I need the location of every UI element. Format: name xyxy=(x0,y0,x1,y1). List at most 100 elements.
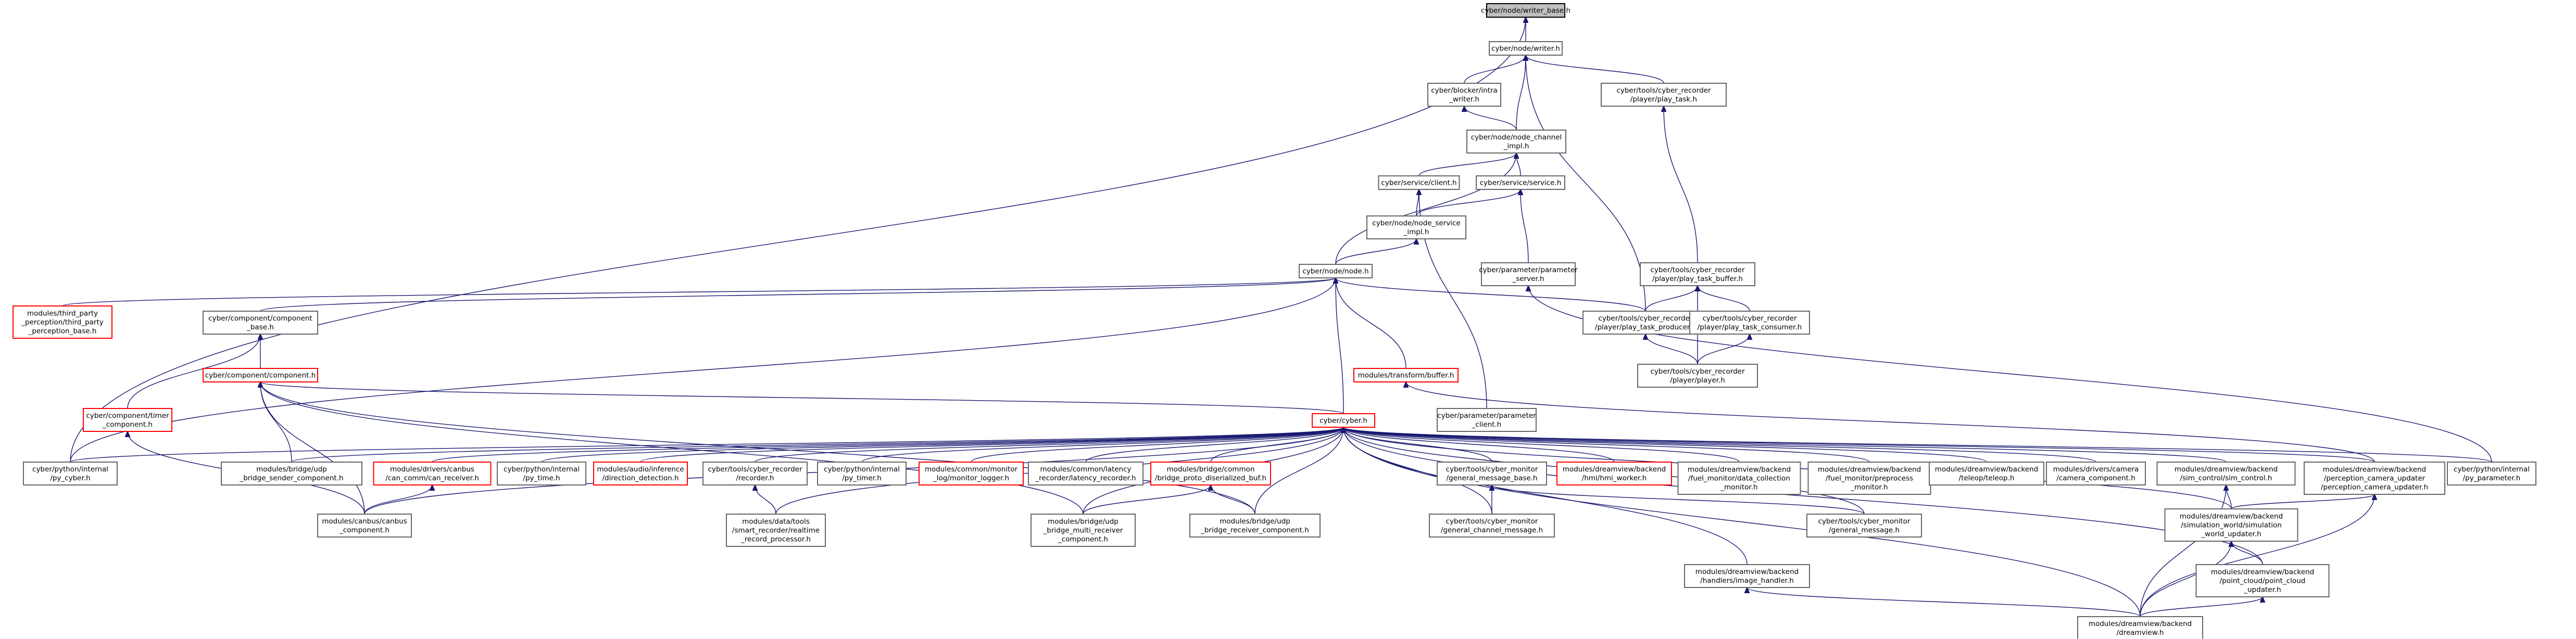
graph-node-n6[interactable]: cyber/service/service.h xyxy=(1476,175,1565,190)
node-label-line: _impl.h xyxy=(1503,142,1529,150)
node-box xyxy=(1031,514,1136,547)
graph-node-n40[interactable]: modules/canbus/canbus_component.h xyxy=(317,514,412,538)
graph-node-n19[interactable]: cyber/parameter/parameter_client.h xyxy=(1437,408,1537,432)
graph-node-n10[interactable]: cyber/tools/cyber_recorder/player/play_t… xyxy=(1640,262,1755,286)
graph-node-n0[interactable]: cyber/node/writer_base.h xyxy=(1481,3,1570,18)
graph-node-n45[interactable]: cyber/tools/cyber_monitor/general_messag… xyxy=(1806,514,1922,538)
node-box xyxy=(2195,564,2330,597)
graph-node-n25[interactable]: modules/audio/inference/direction_detect… xyxy=(593,462,688,485)
node-label-line: _bridge_receiver_component.h xyxy=(1200,526,1309,534)
node-label-line: /py_parameter.h xyxy=(2463,474,2521,482)
edge-n17-to-n14 xyxy=(1697,334,1750,365)
node-label-line: cyber/tools/cyber_recorder xyxy=(1650,367,1745,376)
edge-n43-to-n15 xyxy=(260,382,1255,515)
node-box xyxy=(2304,462,2445,495)
graph-node-n35[interactable]: modules/dreamview/backend/teleop/teleop.… xyxy=(1929,462,2044,485)
edge-n2-to-n1 xyxy=(1464,55,1526,84)
graph-node-n4[interactable]: cyber/node/node_channel_impl.h xyxy=(1466,130,1566,154)
edge-n40-to-n15 xyxy=(260,382,365,515)
graph-node-n29[interactable]: modules/common/latency_recorder/latency_… xyxy=(1028,462,1144,485)
graph-node-n42[interactable]: modules/bridge/udp_bridge_multi_receiver… xyxy=(1031,514,1136,547)
node-label-line: _world_updater.h xyxy=(2201,530,2261,539)
node-label-line: cyber/parameter/parameter xyxy=(1479,266,1578,274)
node-box xyxy=(919,462,1024,485)
graph-node-n26[interactable]: cyber/tools/cyber_recorder/recorder.h xyxy=(702,462,808,485)
node-label-line: modules/drivers/camera xyxy=(2053,465,2139,474)
graph-node-n23[interactable]: modules/drivers/canbus/can_comm/can_rece… xyxy=(373,462,492,485)
edge-n10-to-n3 xyxy=(1664,106,1698,263)
graph-node-n30[interactable]: modules/bridge/common/bridge_proto_diser… xyxy=(1150,462,1271,485)
edge-n42-to-n15 xyxy=(260,382,1084,515)
edge-n11-to-n8 xyxy=(62,278,1336,306)
node-label-line: _recorder/latency_recorder.h xyxy=(1035,474,1136,482)
edge-n42-to-n30 xyxy=(1083,485,1211,515)
node-box xyxy=(1476,175,1565,190)
node-label-line: cyber/tools/cyber_recorder xyxy=(708,465,802,474)
node-label-line: cyber/component/timer xyxy=(86,412,169,420)
graph-node-n15[interactable]: cyber/component/component.h xyxy=(203,368,318,382)
graph-node-n8[interactable]: cyber/node/node.h xyxy=(1299,264,1373,278)
graph-node-n31[interactable]: cyber/tools/cyber_monitor/general_messag… xyxy=(1437,462,1547,485)
node-label-line: cyber/service/client.h xyxy=(1381,179,1456,187)
graph-node-n3[interactable]: cyber/tools/cyber_recorder/player/play_t… xyxy=(1601,83,1727,107)
node-box xyxy=(593,462,688,485)
edge-n28-to-n20 xyxy=(971,427,1343,463)
graph-node-n18[interactable]: cyber/component/timer_component.h xyxy=(83,408,172,432)
edge-n29-to-n20 xyxy=(1085,427,1343,463)
graph-node-n20[interactable]: cyber/cyber.h xyxy=(1312,413,1375,428)
graph-node-n2[interactable]: cyber/blocker/intra_writer.h xyxy=(1427,83,1501,107)
graph-node-n47[interactable]: modules/dreamview/backend/point_cloud/po… xyxy=(2195,564,2330,597)
graph-node-n17[interactable]: cyber/tools/cyber_recorder/player/player… xyxy=(1637,364,1758,388)
graph-node-n5[interactable]: cyber/service/client.h xyxy=(1378,175,1460,190)
node-label-line: modules/common/latency xyxy=(1040,465,1131,474)
node-label-line: modules/data/tools xyxy=(742,518,810,526)
graph-node-n21[interactable]: cyber/python/internal/py_cyber.h xyxy=(23,462,118,485)
node-label-line: cyber/python/internal xyxy=(2454,465,2530,474)
graph-node-n11[interactable]: modules/third_party_perception/third_par… xyxy=(12,305,112,339)
graph-node-n27[interactable]: cyber/python/internal/py_timer.h xyxy=(817,462,907,485)
node-box xyxy=(203,368,318,382)
graph-node-n1[interactable]: cyber/node/writer.h xyxy=(1489,41,1563,56)
graph-node-n46[interactable]: modules/dreamview/backend/simulation_wor… xyxy=(2164,508,2298,542)
node-box xyxy=(1378,175,1460,190)
graph-node-n44[interactable]: cyber/tools/cyber_monitor/general_channe… xyxy=(1429,514,1555,538)
node-label-line: _base.h xyxy=(246,323,274,331)
graph-node-n12[interactable]: cyber/component/component_base.h xyxy=(203,311,318,335)
node-label-line: modules/dreamview/backend xyxy=(1818,466,1921,474)
graph-node-n16[interactable]: modules/transform/buffer.h xyxy=(1353,368,1459,382)
graph-node-n32[interactable]: modules/dreamview/backend/hmi/hmi_worker… xyxy=(1556,462,1672,485)
graph-node-n41[interactable]: modules/data/tools/smart_recorder/realti… xyxy=(726,514,826,547)
graph-node-n28[interactable]: modules/common/monitor_log/monitor_logge… xyxy=(919,462,1024,485)
node-box xyxy=(1353,368,1459,382)
node-label-line: /recorder.h xyxy=(736,474,774,482)
node-box xyxy=(1481,262,1576,286)
graph-node-n36[interactable]: modules/drivers/camera/camera_component.… xyxy=(2046,462,2146,485)
node-box xyxy=(726,514,826,547)
node-box xyxy=(1556,462,1672,485)
graph-node-n9[interactable]: cyber/parameter/parameter_server.h xyxy=(1479,262,1578,286)
graph-node-n24[interactable]: cyber/python/internal/py_time.h xyxy=(497,462,586,485)
node-box xyxy=(497,462,586,485)
node-label-line: modules/bridge/udp xyxy=(256,465,327,474)
graph-node-n34[interactable]: modules/dreamview/backend/fuel_monitor/p… xyxy=(1807,462,1931,495)
node-label-line: modules/bridge/common xyxy=(1167,465,1255,474)
graph-node-n13[interactable]: cyber/tools/cyber_recorder/player/play_t… xyxy=(1582,311,1708,335)
graph-node-n22[interactable]: modules/bridge/udp_bridge_sender_compone… xyxy=(221,462,362,485)
node-label-line: _writer.h xyxy=(1449,95,1479,104)
node-label-line: _bridge_multi_receiver xyxy=(1043,527,1123,535)
graph-node-n39[interactable]: cyber/python/internal/py_parameter.h xyxy=(2447,462,2536,485)
graph-node-n14[interactable]: cyber/tools/cyber_recorder/player/play_t… xyxy=(1689,311,1810,335)
edge-n13-to-n8 xyxy=(1336,278,1646,312)
node-box xyxy=(1806,514,1922,538)
node-label-line: /general_channel_message.h xyxy=(1441,526,1543,534)
graph-node-n33[interactable]: modules/dreamview/backend/fuel_monitor/d… xyxy=(1677,462,1801,495)
edge-n48-to-n20 xyxy=(1343,427,1748,565)
graph-node-n7[interactable]: cyber/node/node_service_impl.h xyxy=(1366,215,1466,239)
node-label-line: modules/audio/inference xyxy=(597,465,684,474)
graph-node-n38[interactable]: modules/dreamview/backend/perception_cam… xyxy=(2304,462,2445,495)
graph-node-n48[interactable]: modules/dreamview/backend/handlers/image… xyxy=(1684,564,1810,588)
graph-node-n43[interactable]: modules/bridge/udp_bridge_receiver_compo… xyxy=(1189,514,1321,538)
graph-node-n37[interactable]: modules/dreamview/backend/sim_control/si… xyxy=(2156,462,2296,485)
edge-n22-to-n20 xyxy=(291,427,1343,463)
graph-node-n49[interactable]: modules/dreamview/backend/dreamview.h xyxy=(2077,616,2203,639)
